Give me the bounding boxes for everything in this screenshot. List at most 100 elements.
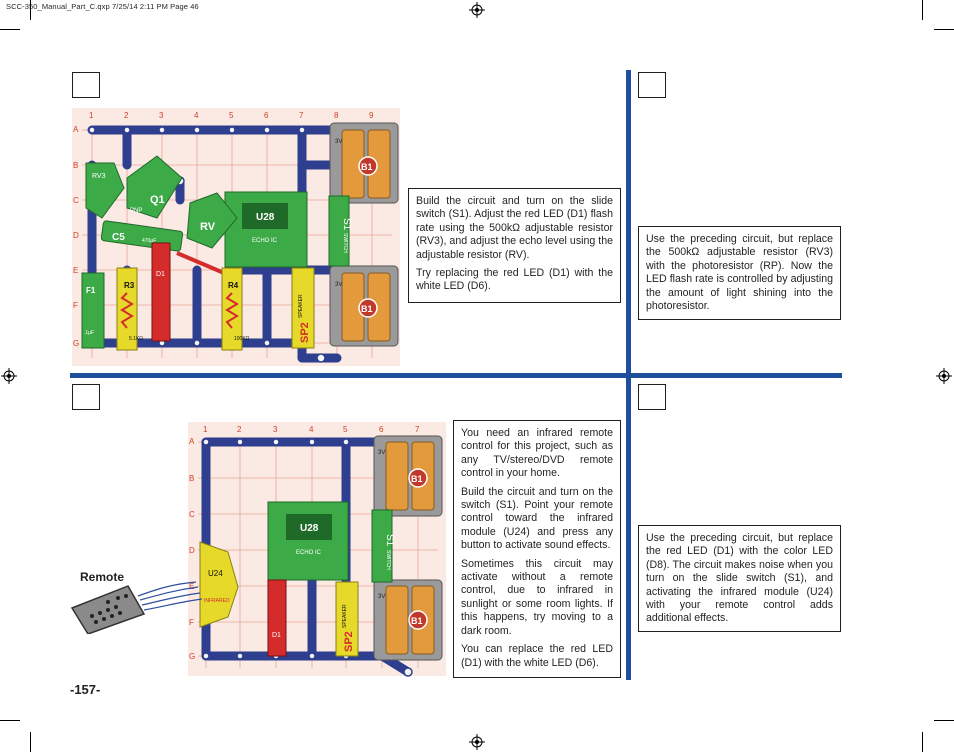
component-label: F1 — [86, 286, 96, 295]
project-number-box — [72, 384, 100, 410]
grid-row-labels: A B C D E F G — [73, 125, 79, 348]
instruction-paragraph: Use the preceding circuit, but replace t… — [646, 233, 833, 313]
crop-mark — [30, 732, 31, 752]
component-label: U28 — [256, 212, 275, 223]
battery-holder-b1-top: B1 3V — [329, 122, 399, 204]
adjustable-resistor-rv: RV — [186, 192, 238, 249]
grid-col-label: 7 — [415, 425, 420, 434]
registration-mark-icon — [469, 2, 485, 18]
grid-row-label: A — [189, 437, 195, 446]
grid-col-label: 2 — [237, 425, 242, 434]
grid-col-label: 4 — [309, 425, 314, 434]
grid-col-label: 3 — [159, 111, 164, 120]
component-label: PNP — [130, 208, 142, 214]
resistor-r4: R4 100KΩ — [221, 267, 250, 351]
grid-col-label: 7 — [299, 111, 304, 120]
instruction-paragraph: Try replacing the red LED (D1) with the … — [416, 267, 613, 293]
grid-row-label: C — [189, 510, 195, 519]
component-label: INFRARED — [204, 598, 230, 604]
grid-col-label: 2 — [124, 111, 129, 120]
speaker-sp2: SP2 SPEAKER — [335, 581, 359, 657]
grid-col-label: 8 — [334, 111, 339, 120]
grid-col-labels: 1 2 3 4 5 6 7 — [203, 425, 420, 434]
grid-row-label: E — [189, 582, 194, 591]
crop-mark — [934, 720, 954, 721]
instruction-paragraph: Build the circuit and turn on the slide … — [416, 195, 613, 261]
battery-holder-b1-bottom: B1 3V — [373, 579, 443, 661]
component-label: U28 — [300, 523, 319, 534]
grid-row-label: B — [189, 474, 194, 483]
battery-voltage: 3V — [335, 282, 342, 288]
grid-row-label: A — [73, 125, 79, 134]
instruction-paragraph: Build the circuit and turn on the switch… — [461, 485, 613, 552]
remote-label: Remote — [80, 570, 125, 584]
crop-mark — [934, 29, 954, 30]
grid-row-label: D — [189, 546, 195, 555]
circuit-diagram-top: 1 2 3 4 5 6 7 8 9 A B C D E F G — [72, 108, 400, 366]
component-label: S1 — [384, 534, 395, 547]
crop-mark — [922, 0, 923, 20]
capacitor-c1: F1 .1μF — [81, 272, 105, 349]
battery-label: B1 — [411, 474, 423, 484]
crop-mark — [0, 29, 20, 30]
component-label: 5.1KΩ — [129, 336, 143, 342]
project-number-box — [638, 72, 666, 98]
grid-col-label: 4 — [194, 111, 199, 120]
infrared-module-u24: U24 INFRARED — [199, 541, 239, 628]
grid-col-label: 6 — [379, 425, 384, 434]
section-divider-horizontal — [70, 373, 842, 378]
battery-label: B1 — [361, 162, 373, 172]
echo-ic-u28: U28 ECHO IC — [224, 191, 308, 268]
component-label: SWITCH — [385, 550, 391, 570]
instruction-box-project-2: Use the preceding circuit, but replace t… — [638, 226, 841, 320]
component-label: SP2 — [343, 631, 355, 652]
instruction-paragraph: You need an infrared remote control for … — [461, 427, 613, 480]
battery-label: B1 — [411, 616, 423, 626]
led-d1: D1 — [151, 242, 171, 342]
grid-row-label: B — [73, 161, 78, 170]
component-label: D1 — [272, 632, 281, 639]
grid-col-label: 3 — [273, 425, 278, 434]
instruction-paragraph: Use the preceding circuit, but replace t… — [646, 532, 833, 625]
grid-row-label: G — [189, 652, 195, 661]
component-label: R3 — [124, 281, 135, 290]
component-label: 100KΩ — [234, 336, 250, 342]
crop-mark — [30, 0, 31, 20]
component-label: 470μF — [142, 238, 156, 244]
resistor-r3: R3 5.1KΩ — [116, 267, 143, 351]
component-label: RV — [200, 221, 216, 233]
project-number-box — [638, 384, 666, 410]
slide-switch-s1: S1 SWITCH — [371, 509, 395, 583]
led-d1: D1 — [267, 579, 287, 657]
page-number: -157- — [70, 682, 101, 697]
grid-col-label: 9 — [369, 111, 374, 120]
component-label: SPEAKER — [342, 604, 348, 628]
grid-row-label: F — [189, 618, 194, 627]
component-label: ECHO IC — [296, 550, 322, 556]
adjustable-resistor-rv3: RV3 — [85, 162, 125, 219]
grid-row-label: D — [73, 231, 79, 240]
component-label: RV3 — [92, 173, 106, 180]
transistor-q1: Q1 PNP — [126, 155, 183, 219]
battery-holder-b1-bottom: B1 3V — [329, 265, 399, 347]
component-label: ECHO IC — [252, 238, 278, 244]
printer-slug: SCC-350_Manual_Part_C.qxp 7/25/14 2:11 P… — [6, 2, 199, 11]
component-label: D1 — [156, 271, 165, 278]
battery-voltage: 3V — [378, 594, 385, 600]
grid-row-label: E — [73, 266, 78, 275]
component-label: S1 — [341, 218, 352, 231]
speaker-sp2: SP2 SPEAKER — [291, 267, 315, 349]
instruction-box-project-3: You need an infrared remote control for … — [453, 420, 621, 678]
battery-holder-b1-top: B1 3V — [373, 435, 443, 517]
crop-mark — [922, 732, 923, 752]
grid-col-label: 5 — [343, 425, 348, 434]
grid-col-label: 1 — [89, 111, 94, 120]
component-label: U24 — [208, 569, 223, 578]
instruction-box-project-1: Build the circuit and turn on the slide … — [408, 188, 621, 303]
crop-mark — [0, 720, 20, 721]
grid-col-label: 5 — [229, 111, 234, 120]
instruction-paragraph: You can replace the red LED (D1) with th… — [461, 643, 613, 669]
project-number-box — [72, 72, 100, 98]
battery-voltage: 3V — [335, 139, 342, 145]
grid-row-labels: A B C D E F G — [189, 437, 195, 661]
